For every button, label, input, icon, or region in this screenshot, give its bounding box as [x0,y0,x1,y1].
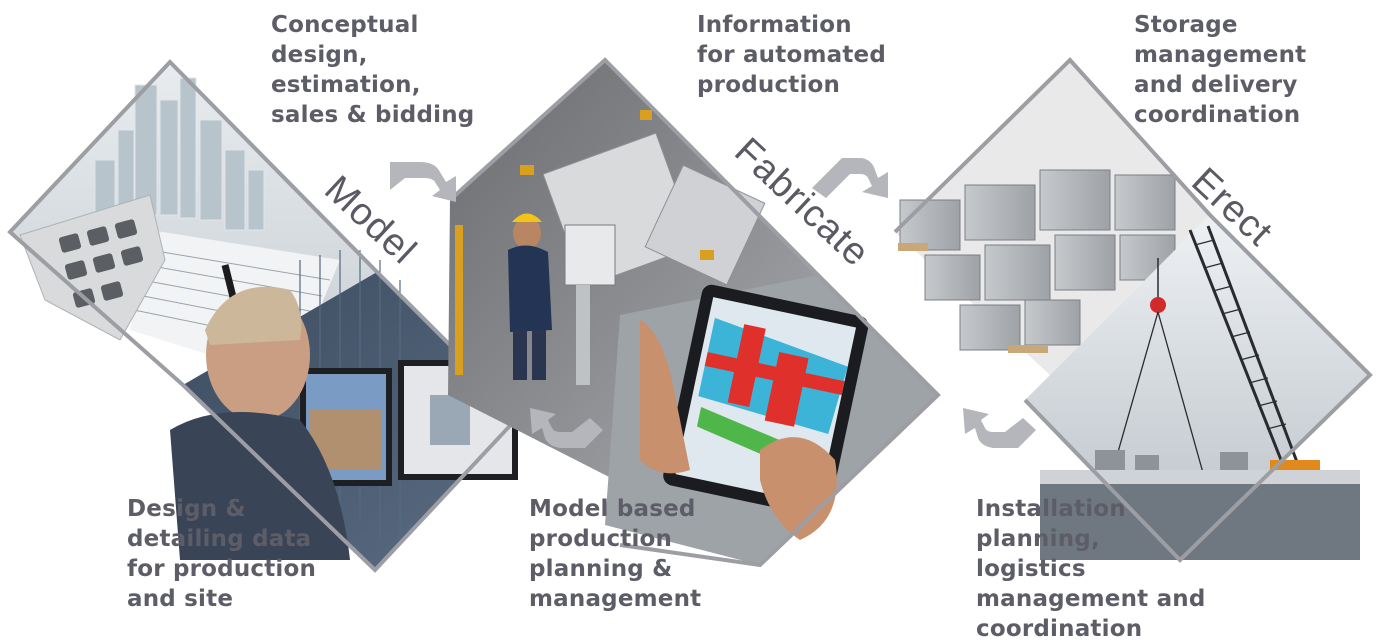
steel-beams-storage-photo [895,60,1210,375]
curved-arrow-back-icon [963,408,1036,448]
curved-arrow-back-icon [530,408,603,448]
fabrication-machine-photo [448,60,818,480]
caption-erect-top: Storage management and delivery coordina… [1134,12,1307,128]
caption-erect-bottom: Installation planning, logistics managem… [976,496,1206,642]
curved-arrow-forward-icon [812,158,888,198]
caption-model-top: Conceptual design, estimation, sales & b… [271,12,475,128]
crane-bridge-site-photo [1025,215,1370,560]
caption-model-bottom: Design & detailing data for production a… [127,496,317,612]
caption-fabricate-top: Information for automated production [697,12,886,98]
curved-arrow-forward-icon [390,162,456,202]
tablet-3d-model-photo [605,275,938,565]
caption-fabricate-bottom: Model based production planning & manage… [529,496,702,612]
